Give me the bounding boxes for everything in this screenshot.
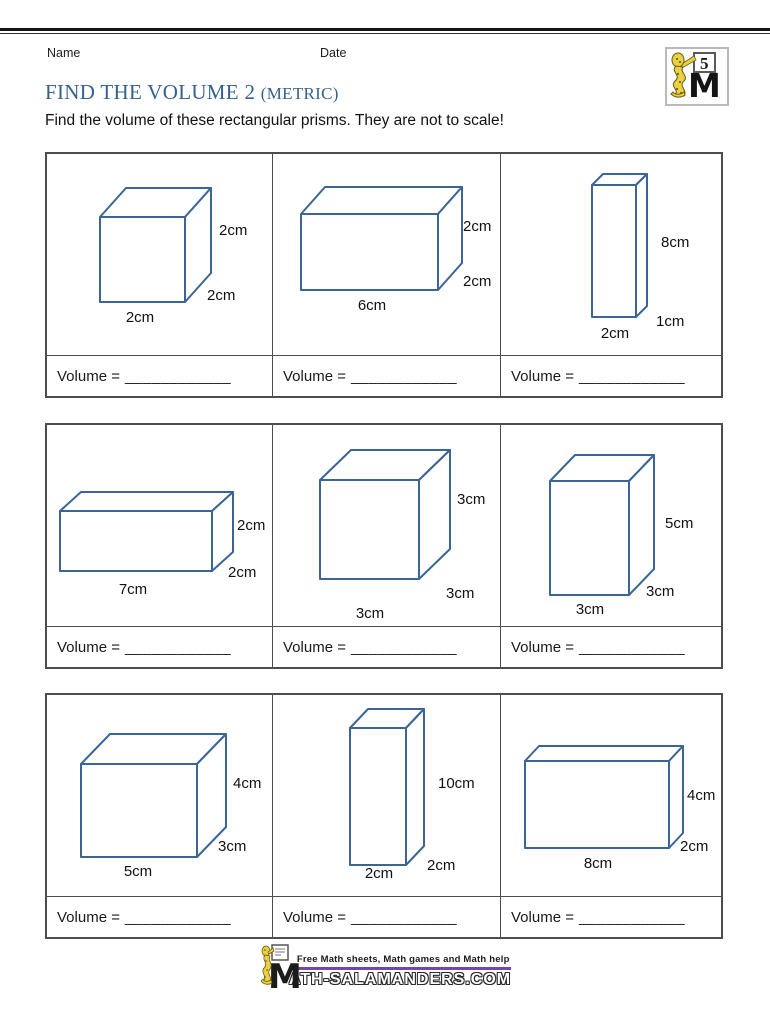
volume-answer-blank: ____________ bbox=[124, 638, 232, 656]
dimension-label-depth: 2cm bbox=[680, 838, 709, 855]
prism-cell-6: 5cm 3cm 3cm bbox=[500, 425, 721, 626]
volume-cell-9: Volume =____________ bbox=[500, 897, 721, 937]
header-rule-thick bbox=[0, 28, 770, 31]
worksheet-table-3: 4cm 3cm 5cm 10cm 2cm 2cm bbox=[45, 693, 723, 939]
dimension-label-depth: 2cm bbox=[228, 564, 257, 581]
volume-cell-4: Volume =____________ bbox=[47, 627, 272, 667]
volume-answer-blank: ____________ bbox=[578, 908, 686, 926]
volume-cell-1: Volume =____________ bbox=[47, 356, 272, 396]
dimension-label-height: 3cm bbox=[457, 491, 486, 508]
volume-answer-blank: ____________ bbox=[578, 367, 686, 385]
volume-cell-7: Volume =____________ bbox=[47, 897, 272, 937]
volume-cell-3: Volume =____________ bbox=[500, 356, 721, 396]
prism-drawing-3 bbox=[591, 173, 648, 318]
dimension-label-width: 5cm bbox=[123, 863, 153, 880]
dimension-label-width: 8cm bbox=[583, 855, 613, 872]
volume-cell-6: Volume =____________ bbox=[500, 627, 721, 667]
salamander-badge-icon: M 5 bbox=[670, 52, 721, 105]
volume-answer-blank: ____________ bbox=[578, 638, 686, 656]
dimension-label-depth: 2cm bbox=[427, 857, 456, 874]
prism-drawing-9 bbox=[524, 745, 684, 849]
prism-cell-3: 8cm 1cm 2cm bbox=[500, 154, 721, 355]
dimension-label-depth: 2cm bbox=[207, 287, 236, 304]
dimension-label-width: 3cm bbox=[575, 601, 605, 618]
prism-drawing-4 bbox=[59, 491, 234, 572]
dimension-label-depth: 3cm bbox=[446, 585, 475, 602]
footer-m-glyph: M bbox=[268, 957, 299, 991]
volume-label: Volume = bbox=[283, 367, 346, 385]
dimension-label-height: 10cm bbox=[438, 775, 475, 792]
volume-answer-blank: ____________ bbox=[124, 908, 232, 926]
worksheet-table-2: 2cm 2cm 7cm 3cm 3cm 3cm bbox=[45, 423, 723, 669]
prism-drawing-5 bbox=[319, 449, 451, 580]
prism-drawing-7 bbox=[80, 733, 227, 858]
dimension-label-width: 3cm bbox=[355, 605, 385, 622]
prism-drawing-8 bbox=[349, 708, 425, 866]
volume-label: Volume = bbox=[511, 367, 574, 385]
name-field-label: Name bbox=[47, 46, 81, 60]
volume-cell-5: Volume =____________ bbox=[272, 627, 500, 667]
prism-cell-2: 2cm 2cm 6cm bbox=[272, 154, 500, 355]
dimension-label-width: 7cm bbox=[118, 581, 148, 598]
prism-cell-5: 3cm 3cm 3cm bbox=[272, 425, 500, 626]
volume-answer-blank: ____________ bbox=[350, 638, 458, 656]
volume-answer-blank: ____________ bbox=[350, 908, 458, 926]
page-title: FIND THE VOLUME 2 (METRIC) bbox=[45, 80, 339, 105]
worksheet-table-1: 2cm 2cm 2cm 2cm 2cm 6cm bbox=[45, 152, 723, 398]
math-salamanders-badge: M 5 bbox=[665, 47, 729, 106]
prism-cell-7: 4cm 3cm 5cm bbox=[47, 695, 272, 896]
prism-drawing-1 bbox=[99, 187, 212, 303]
prism-cell-1: 2cm 2cm 2cm bbox=[47, 154, 272, 355]
dimension-label-height: 5cm bbox=[665, 515, 694, 532]
badge-number: 5 bbox=[700, 54, 709, 73]
header-rule-thin bbox=[0, 33, 770, 34]
page-title-qualifier: (METRIC) bbox=[260, 84, 339, 103]
prism-cell-8: 10cm 2cm 2cm bbox=[272, 695, 500, 896]
dimension-label-width: 6cm bbox=[357, 297, 387, 314]
prism-drawing-6 bbox=[549, 454, 655, 596]
instructions-text: Find the volume of these rectangular pri… bbox=[45, 112, 504, 129]
dimension-label-height: 2cm bbox=[463, 218, 492, 235]
date-field-label: Date bbox=[320, 46, 347, 60]
volume-label: Volume = bbox=[57, 908, 120, 926]
dimension-label-width: 2cm bbox=[600, 325, 630, 342]
volume-label: Volume = bbox=[57, 367, 120, 385]
dimension-label-width: 2cm bbox=[364, 865, 394, 882]
dimension-label-height: 2cm bbox=[219, 222, 248, 239]
dimension-label-depth: 3cm bbox=[218, 838, 247, 855]
dimension-label-width: 2cm bbox=[125, 309, 155, 326]
page-title-main: FIND THE VOLUME 2 bbox=[45, 80, 261, 104]
volume-cell-8: Volume =____________ bbox=[272, 897, 500, 937]
dimension-label-height: 2cm bbox=[237, 517, 266, 534]
volume-label: Volume = bbox=[511, 638, 574, 656]
dimension-label-depth: 1cm bbox=[656, 313, 685, 330]
volume-label: Volume = bbox=[511, 908, 574, 926]
volume-label: Volume = bbox=[283, 908, 346, 926]
footer-site-name: ATH-SALAMANDERS.COM bbox=[288, 971, 512, 988]
footer-tagline: Free Math sheets, Math games and Math he… bbox=[296, 954, 510, 965]
volume-label: Volume = bbox=[283, 638, 346, 656]
dimension-label-depth: 2cm bbox=[463, 273, 492, 290]
dimension-label-height: 4cm bbox=[233, 775, 262, 792]
footer: M Free Math sheets, Math games and Math … bbox=[0, 944, 770, 991]
volume-answer-blank: ____________ bbox=[124, 367, 232, 385]
prism-cell-4: 2cm 2cm 7cm bbox=[47, 425, 272, 626]
prism-cell-9: 4cm 2cm 8cm bbox=[500, 695, 721, 896]
dimension-label-depth: 3cm bbox=[646, 583, 675, 600]
footer-purple-rule bbox=[296, 967, 512, 970]
volume-cell-2: Volume =____________ bbox=[272, 356, 500, 396]
dimension-label-height: 8cm bbox=[661, 234, 690, 251]
salamander-footer-icon: M bbox=[260, 944, 299, 991]
volume-label: Volume = bbox=[57, 638, 120, 656]
dimension-label-height: 4cm bbox=[687, 787, 716, 804]
volume-answer-blank: ____________ bbox=[350, 367, 458, 385]
prism-drawing-2 bbox=[300, 186, 463, 291]
